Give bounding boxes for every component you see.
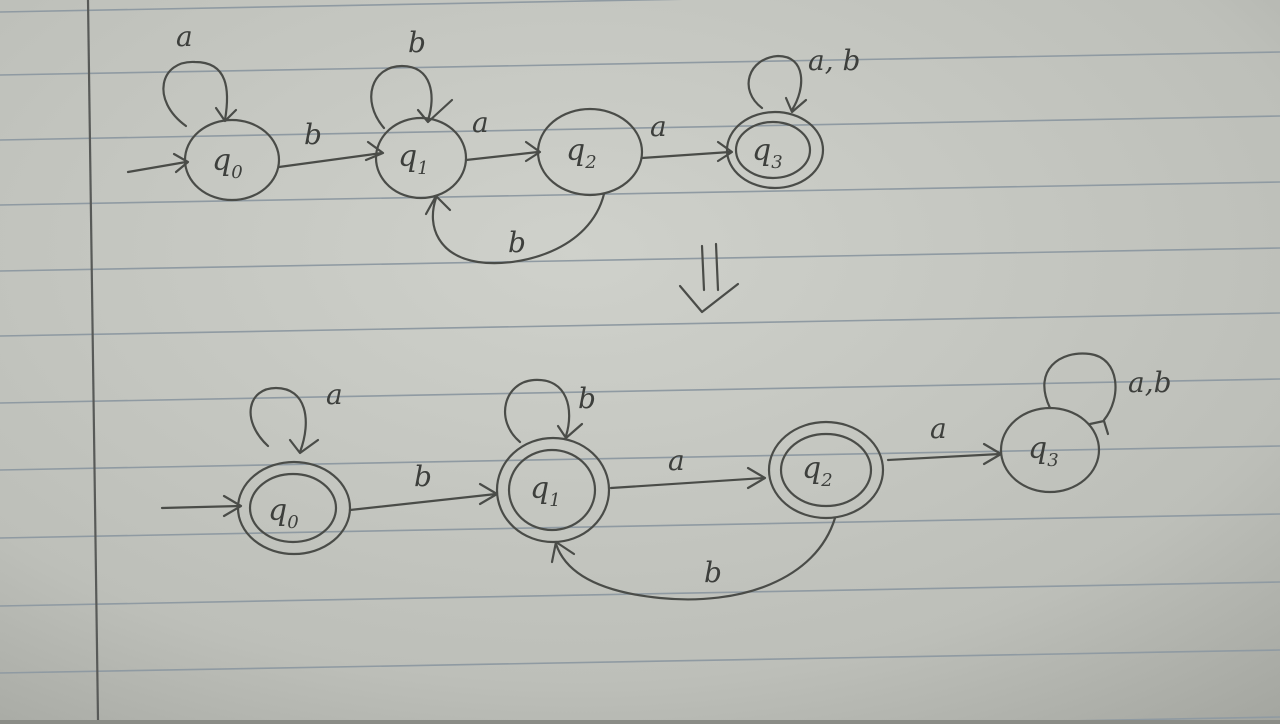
loop-arrowhead (214, 106, 238, 123)
rule-line (0, 247, 1280, 272)
complement-dfa (160, 352, 1117, 601)
state-circle-outer (767, 420, 885, 520)
rule-line (0, 312, 1280, 337)
edge-label: a, b (808, 44, 860, 77)
state-circle-inner (734, 120, 812, 180)
original-dfa (126, 54, 825, 265)
arrowhead-down (678, 282, 740, 314)
state-circle (536, 107, 644, 197)
loop-arrowhead (556, 422, 584, 440)
back-edge (554, 516, 837, 601)
start-arrow (126, 160, 188, 174)
self-loop (249, 386, 307, 454)
arrowhead (364, 140, 385, 162)
edge-label: b (508, 226, 526, 259)
state-circle-outer (495, 436, 611, 544)
edge-label: a (176, 20, 193, 53)
state-circle (374, 116, 468, 200)
arrow-shaft-left (700, 244, 706, 292)
self-loop (747, 54, 803, 112)
arrowhead (424, 194, 452, 216)
arrowhead (716, 140, 734, 163)
rule-line (0, 378, 1280, 404)
loop-arrowhead (288, 438, 320, 455)
rule-line (0, 581, 1280, 607)
transition-arrow (277, 151, 384, 169)
state-label: q1 (530, 471, 561, 511)
rule-line (0, 0, 683, 13)
self-loop (370, 64, 433, 130)
arrowhead (746, 466, 767, 490)
self-loop (162, 60, 229, 128)
edge-label: a (472, 106, 489, 139)
state-circle (183, 118, 281, 202)
edge-label: b (578, 382, 596, 415)
transition-arrow (640, 150, 732, 160)
margin-line (86, 0, 100, 721)
rule-line (0, 115, 1280, 141)
edge-label: a (668, 444, 685, 477)
transition-arrow (348, 492, 498, 512)
self-loop (1043, 352, 1117, 422)
state-label: q3 (1028, 431, 1059, 471)
edge-label: b (408, 26, 426, 59)
state-label: q1 (398, 139, 429, 179)
state-circle-inner (779, 432, 873, 508)
edge-label: a (650, 110, 667, 143)
state-label: q0 (212, 143, 243, 183)
rule-line (0, 51, 1280, 76)
edge-label: b (704, 556, 722, 589)
rule-line (0, 445, 1280, 471)
edge-label: b (304, 118, 322, 151)
loop-arrowhead (784, 96, 808, 114)
state-circle-inner (248, 472, 338, 544)
start-arrowhead (222, 494, 243, 518)
state-circle-inner (507, 448, 597, 532)
start-arrow (160, 504, 242, 510)
edge-label: a (930, 412, 947, 445)
state-label: q0 (268, 493, 299, 533)
rule-line (0, 181, 1280, 206)
edge-label: a,b (1128, 366, 1172, 399)
state-label: q3 (752, 133, 783, 173)
state-circle-outer (236, 460, 352, 556)
start-arrowhead (172, 152, 190, 174)
self-loop (504, 378, 571, 444)
state-circle-outer (725, 110, 825, 190)
rule-line (0, 513, 1280, 539)
state-label: q2 (566, 133, 597, 173)
transition-arrow (464, 150, 540, 162)
transition-arrow (609, 476, 766, 490)
arrowhead (524, 140, 542, 163)
back-edge (431, 192, 606, 265)
arrow-shaft-right (714, 242, 720, 292)
edge-label: a (326, 378, 343, 411)
transition-arrow (886, 452, 1002, 462)
complement-arrow (678, 242, 740, 314)
state-label: q2 (802, 451, 833, 491)
loop-arrowhead (1088, 419, 1110, 436)
loop-arrowhead (416, 98, 454, 124)
edge-label: b (414, 460, 432, 493)
rule-line (0, 649, 1280, 674)
arrowhead (550, 540, 576, 564)
